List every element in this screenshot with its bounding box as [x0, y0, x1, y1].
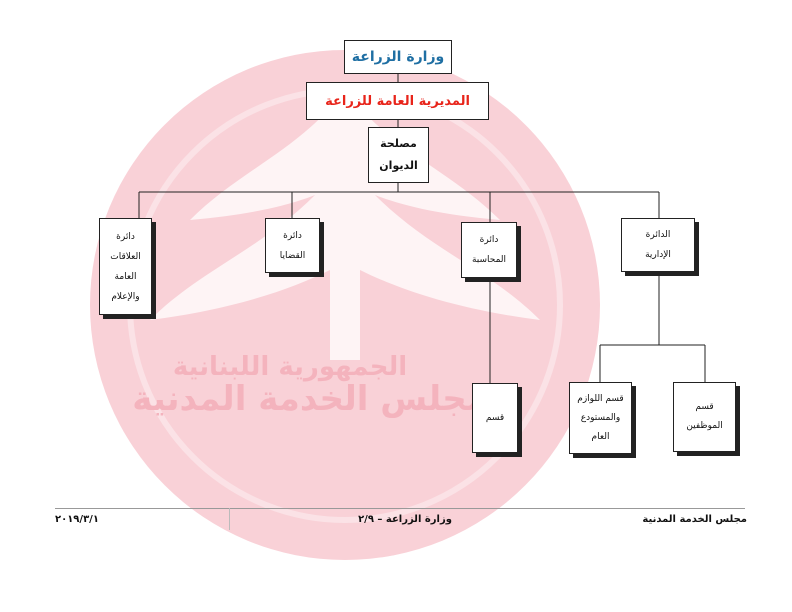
- ministry-title: وزارة الزراعة: [351, 49, 445, 65]
- dept-admin-line2: الإدارية: [645, 250, 671, 260]
- unit-accounting-box: قسم: [472, 383, 518, 453]
- dept-litigation-box: دائرة القضايا: [265, 218, 320, 273]
- dept-accounting-line1: دائرة: [479, 235, 499, 245]
- footer-divider: [55, 508, 745, 509]
- dept-litigation-line1: دائرة: [283, 230, 302, 241]
- diwan-line2: الديوان: [379, 159, 418, 172]
- footer-right: مجلس الخدمة المدنية: [642, 514, 747, 525]
- unit-accounting-label: قسم: [485, 412, 505, 423]
- dept-relations-line3: العامة: [114, 271, 137, 282]
- watermark-line1: الجمهورية اللبنانية: [173, 352, 407, 382]
- unit-supplies-line2: والمستودع: [580, 412, 621, 423]
- unit-supplies-line3: العام: [591, 431, 610, 442]
- footer-separator: [229, 508, 230, 530]
- diwan-box: مصلحة الديوان: [368, 127, 429, 183]
- watermark-line2: مجلس الخدمة المدنية: [132, 379, 488, 419]
- unit-supplies-box: قسم اللوازم والمستودع العام: [569, 382, 632, 454]
- unit-staff-box: قسم الموظفين: [673, 382, 736, 452]
- footer-left: ٢٠١٩/٣/١: [55, 514, 99, 525]
- unit-supplies-line1: قسم اللوازم: [577, 393, 624, 404]
- unit-staff-line1: قسم: [695, 402, 714, 412]
- diwan-line1: مصلحة: [380, 137, 417, 150]
- directorate-box: المديرية العامة للزراعة: [306, 82, 489, 120]
- dept-relations-line4: والإعلام: [111, 291, 140, 302]
- dept-relations-box: دائرة العلاقات العامة والإعلام: [99, 218, 152, 315]
- dept-accounting-box: دائرة المحاسبة: [461, 222, 517, 278]
- ministry-box: وزارة الزراعة: [344, 40, 452, 74]
- dept-admin-line1: الدائرة: [645, 230, 671, 240]
- directorate-title: المديرية العامة للزراعة: [325, 93, 470, 109]
- dept-relations-line1: دائرة: [116, 231, 135, 242]
- dept-litigation-line2: القضايا: [279, 250, 306, 261]
- unit-staff-line2: الموظفين: [686, 421, 723, 431]
- dept-relations-line2: العلاقات: [110, 251, 141, 262]
- footer-center: وزارة الزراعة – ٢/٩: [358, 514, 452, 525]
- dept-admin-box: الدائرة الإدارية: [621, 218, 695, 272]
- cedar-icon: [90, 50, 600, 560]
- dept-accounting-line2: المحاسبة: [471, 255, 507, 265]
